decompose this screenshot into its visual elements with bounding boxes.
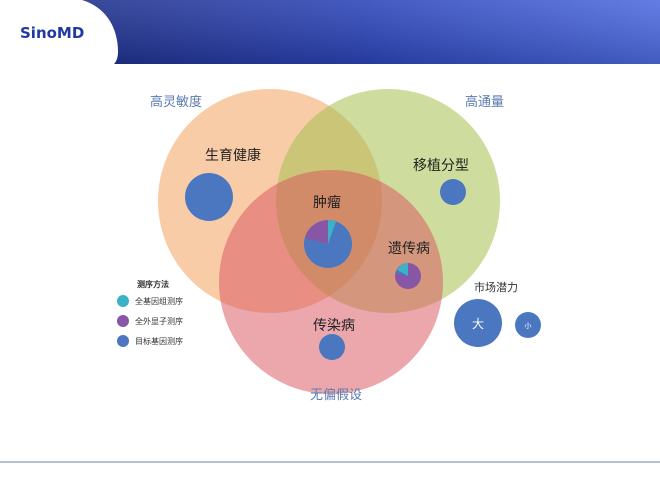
legend: 测序方法 全基因组测序 全外显子测序 目标基因测序: [117, 279, 183, 347]
market-bubble-small: [515, 312, 541, 338]
legend-title: 测序方法: [137, 279, 169, 289]
bubble-transplant-typing: [440, 179, 466, 205]
pie-genetic-disease: [395, 263, 421, 289]
pie-tumor-cyan: [328, 220, 336, 244]
area-reproductive-health: 生育健康: [205, 147, 261, 164]
brand-logo: SinoMD: [20, 24, 84, 42]
market-title: 市场潜力: [474, 280, 518, 294]
pie-tumor-purple: [305, 220, 328, 244]
legend-swatch-wes: [117, 315, 129, 327]
area-genetic-disease: 遗传病: [388, 241, 430, 257]
legend-swatch-wgs: [117, 295, 129, 307]
label-high-throughput: 高通量: [465, 94, 504, 110]
area-infectious-disease: 传染病: [313, 318, 355, 334]
pie-tumor: [304, 220, 352, 268]
market-label-large: 大: [472, 317, 484, 331]
market-bubble-large: [454, 299, 502, 347]
bubble-reproductive-health: [185, 173, 233, 221]
bubble-infectious-disease: [319, 334, 345, 360]
circle-unbiased: [219, 170, 443, 394]
label-high-sensitivity: 高灵敏度: [150, 94, 202, 110]
header-banner: SinoMD: [0, 0, 660, 64]
area-tumor: 肿瘤: [313, 194, 341, 211]
logo-tab: [0, 0, 118, 64]
pie-genetic-cyan: [397, 263, 408, 276]
pie-genetic-blue: [395, 270, 408, 276]
venn-diagram: [158, 89, 500, 394]
area-transplant-typing: 移植分型: [413, 158, 469, 174]
legend-label-wgs: 全基因组测序: [135, 296, 183, 306]
legend-label-wes: 全外显子测序: [135, 316, 183, 326]
bubbles: [185, 173, 466, 360]
legend-swatch-targeted: [117, 335, 129, 347]
label-unbiased: 无偏假设: [310, 388, 362, 403]
legend-label-targeted: 目标基因测序: [135, 336, 183, 346]
market-label-small: 小: [525, 321, 532, 330]
market-potential: 市场潜力 大 小: [454, 280, 541, 347]
